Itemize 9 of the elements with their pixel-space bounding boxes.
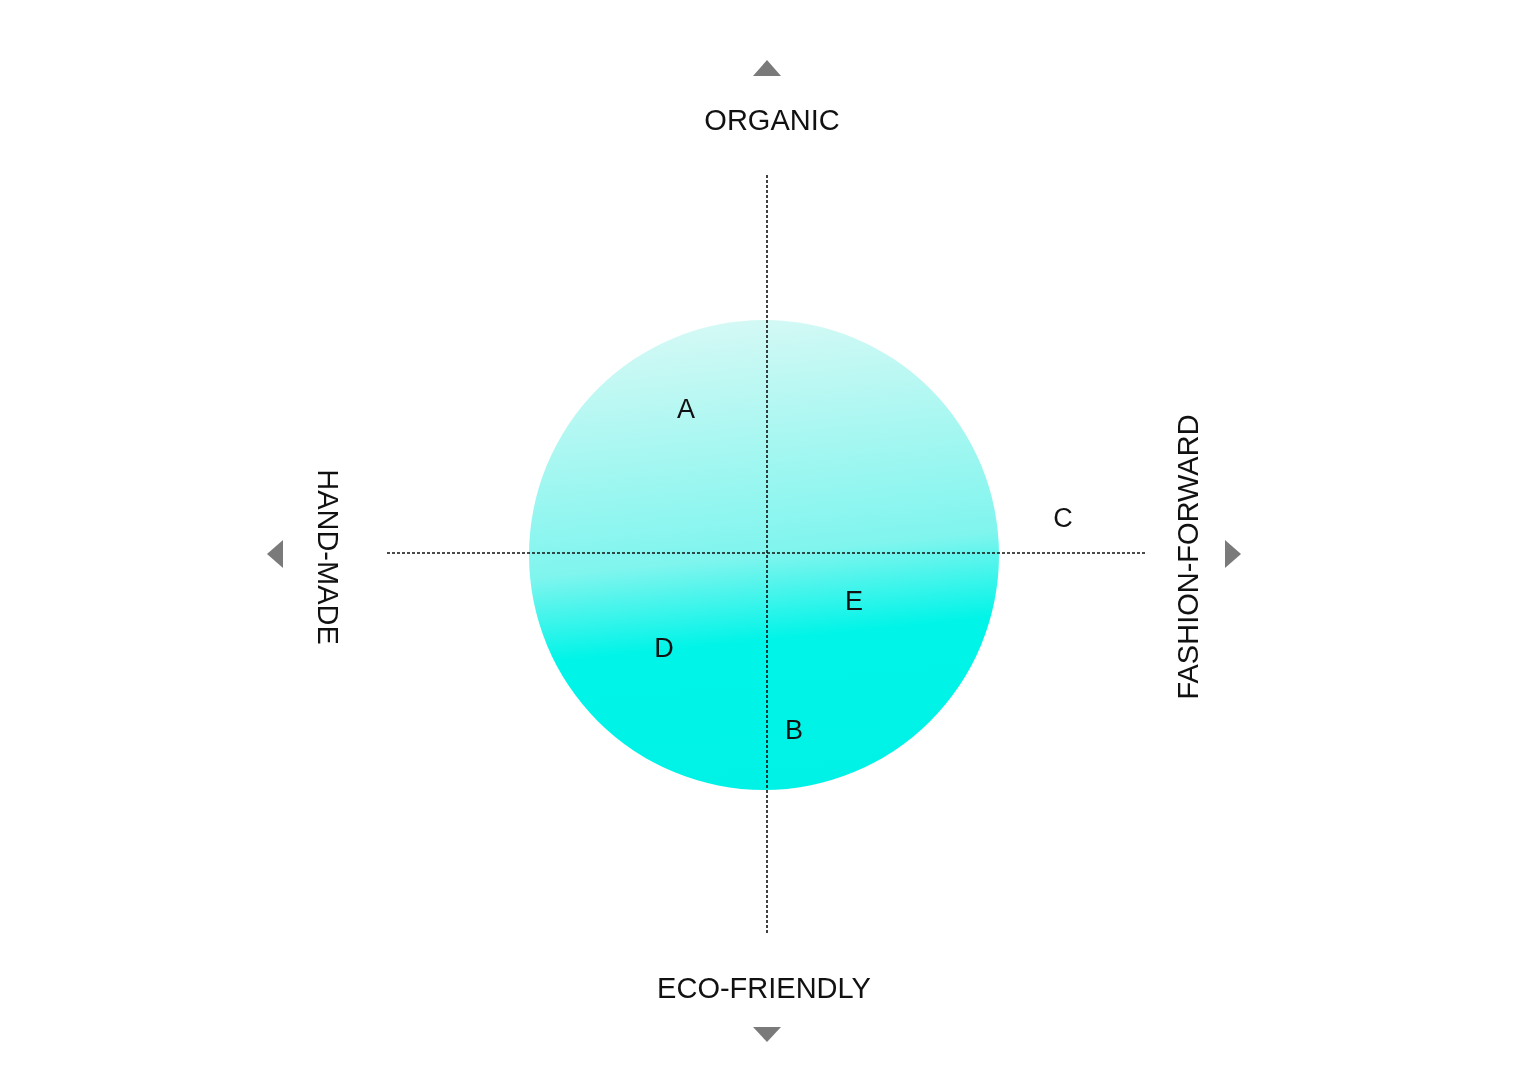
point-label: A [677,395,695,423]
axis-label: FASHION-FORWARD [1173,414,1203,700]
point-label: C [1053,504,1073,532]
point-label: D [654,634,674,662]
point-label: B [785,716,803,744]
axis-label: ORGANIC [704,105,840,135]
point-label: E [845,587,863,615]
axis-label: HAND-MADE [312,469,342,645]
axis-label: ECO-FRIENDLY [657,973,871,1003]
